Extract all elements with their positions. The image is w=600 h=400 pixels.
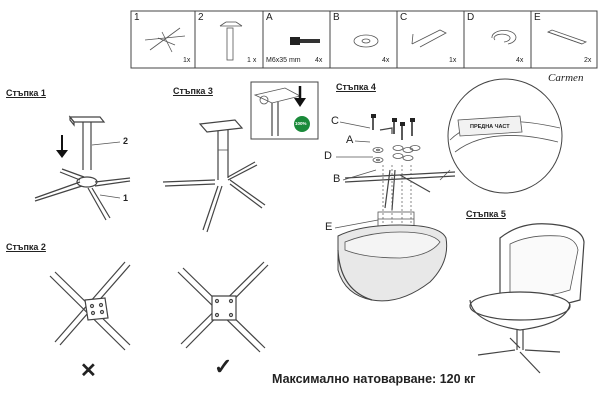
max-load-note: Максимално натоварване: 120 кг	[272, 372, 475, 386]
step-2-correct-mark: ✓	[214, 354, 232, 380]
